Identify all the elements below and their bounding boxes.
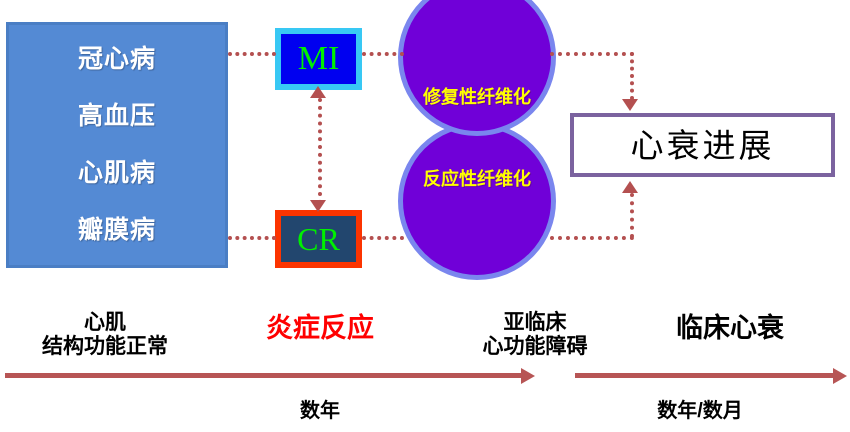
timeline-stage-normal-myocardium: 心肌 结构功能正常 (10, 311, 200, 358)
etiology-box: 冠心病 高血压 心肌病 瓣膜病 (6, 22, 228, 268)
etiology-item-coronary-heart-disease: 冠心病 (77, 44, 156, 73)
connector-cr-to-reactive-fibrosis (362, 236, 404, 240)
timeline-segment-2 (575, 373, 835, 378)
reactive-fibrosis-label: 反应性纤维化 (423, 169, 531, 189)
mi-box: MI (275, 28, 362, 90)
timeline-stage-0-line2: 结构功能正常 (42, 334, 168, 358)
connector-etiology-to-mi (228, 52, 276, 56)
connector-mi-cr-arrowhead-down-icon (310, 200, 326, 212)
connector-etiology-to-cr (228, 236, 276, 240)
connector-reparative-to-outcome-horizontal (550, 52, 634, 56)
etiology-item-valvular-disease: 瓣膜病 (77, 215, 156, 244)
connector-mi-to-reparative-fibrosis (362, 52, 404, 56)
connector-reparative-to-outcome-arrowhead-icon (622, 99, 638, 111)
outcome-box: 心衰进展 (570, 113, 835, 177)
timeline-stage-inflammatory-response: 炎症反应 (225, 313, 415, 343)
connector-reactive-to-outcome-horizontal (550, 236, 634, 240)
timeline-stage-1-line1: 炎症反应 (266, 313, 374, 343)
connector-reactive-to-outcome-arrowhead-icon (622, 181, 638, 193)
timeline-stage-subclinical-dysfunction: 亚临床 心功能障碍 (455, 311, 615, 358)
cr-label: CR (297, 221, 340, 257)
reparative-fibrosis-circle: 修复性纤维化 (398, 0, 556, 136)
connector-reparative-to-outcome-vertical (630, 52, 634, 100)
timeline-stage-3-line1: 临床心衰 (676, 313, 784, 343)
etiology-item-cardiomyopathy: 心肌病 (77, 158, 156, 187)
etiology-item-hypertension: 高血压 (77, 101, 156, 130)
outcome-label: 心衰进展 (630, 126, 775, 164)
timeline-stage-clinical-heart-failure: 临床心衰 (630, 313, 830, 343)
timeline-stage-0-line1: 心肌 (84, 311, 126, 334)
timeline-stage-2-line1: 亚临床 (503, 311, 567, 334)
cr-box: CR (275, 210, 362, 268)
connector-mi-cr-line (318, 98, 322, 204)
timeline-segment-1 (5, 373, 523, 378)
timeline-duration-years: 数年 (300, 400, 340, 422)
connector-mi-cr-arrowhead-up-icon (310, 86, 326, 98)
timeline-arrowhead-1-icon (521, 368, 535, 384)
timeline-arrowhead-2-icon (833, 368, 847, 384)
connector-reactive-to-outcome-vertical (630, 193, 634, 238)
mi-label: MI (297, 40, 340, 77)
reactive-fibrosis-circle: 反应性纤维化 (398, 122, 556, 280)
timeline-duration-years-months: 数年/数月 (657, 400, 743, 422)
reparative-fibrosis-label: 修复性纤维化 (423, 87, 531, 107)
timeline-stage-2-line2: 心功能障碍 (482, 334, 588, 358)
